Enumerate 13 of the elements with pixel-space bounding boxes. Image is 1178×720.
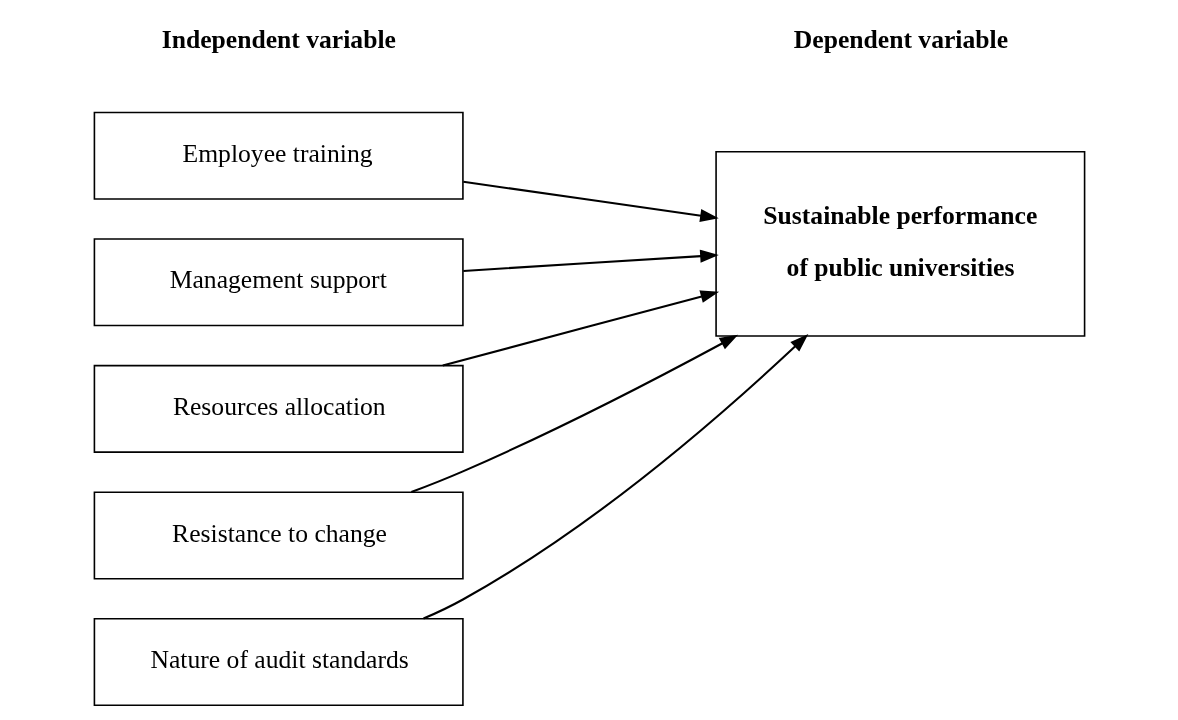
node-box: Management support	[93, 238, 464, 327]
label: Independent variable	[161, 25, 396, 55]
arrow	[462, 180, 719, 222]
node-box: Resistance to change	[93, 491, 464, 580]
node-box: Employee training	[93, 111, 464, 200]
arrow	[462, 249, 719, 272]
arrow	[422, 334, 808, 620]
node-box: Resources allocation	[93, 364, 464, 453]
label: Dependent variable	[793, 25, 1008, 55]
arrow	[442, 290, 719, 367]
node-box: Nature of audit standards	[93, 617, 464, 707]
arrow	[410, 334, 738, 493]
node-box: Sustainable performance of public universities	[714, 150, 1085, 337]
